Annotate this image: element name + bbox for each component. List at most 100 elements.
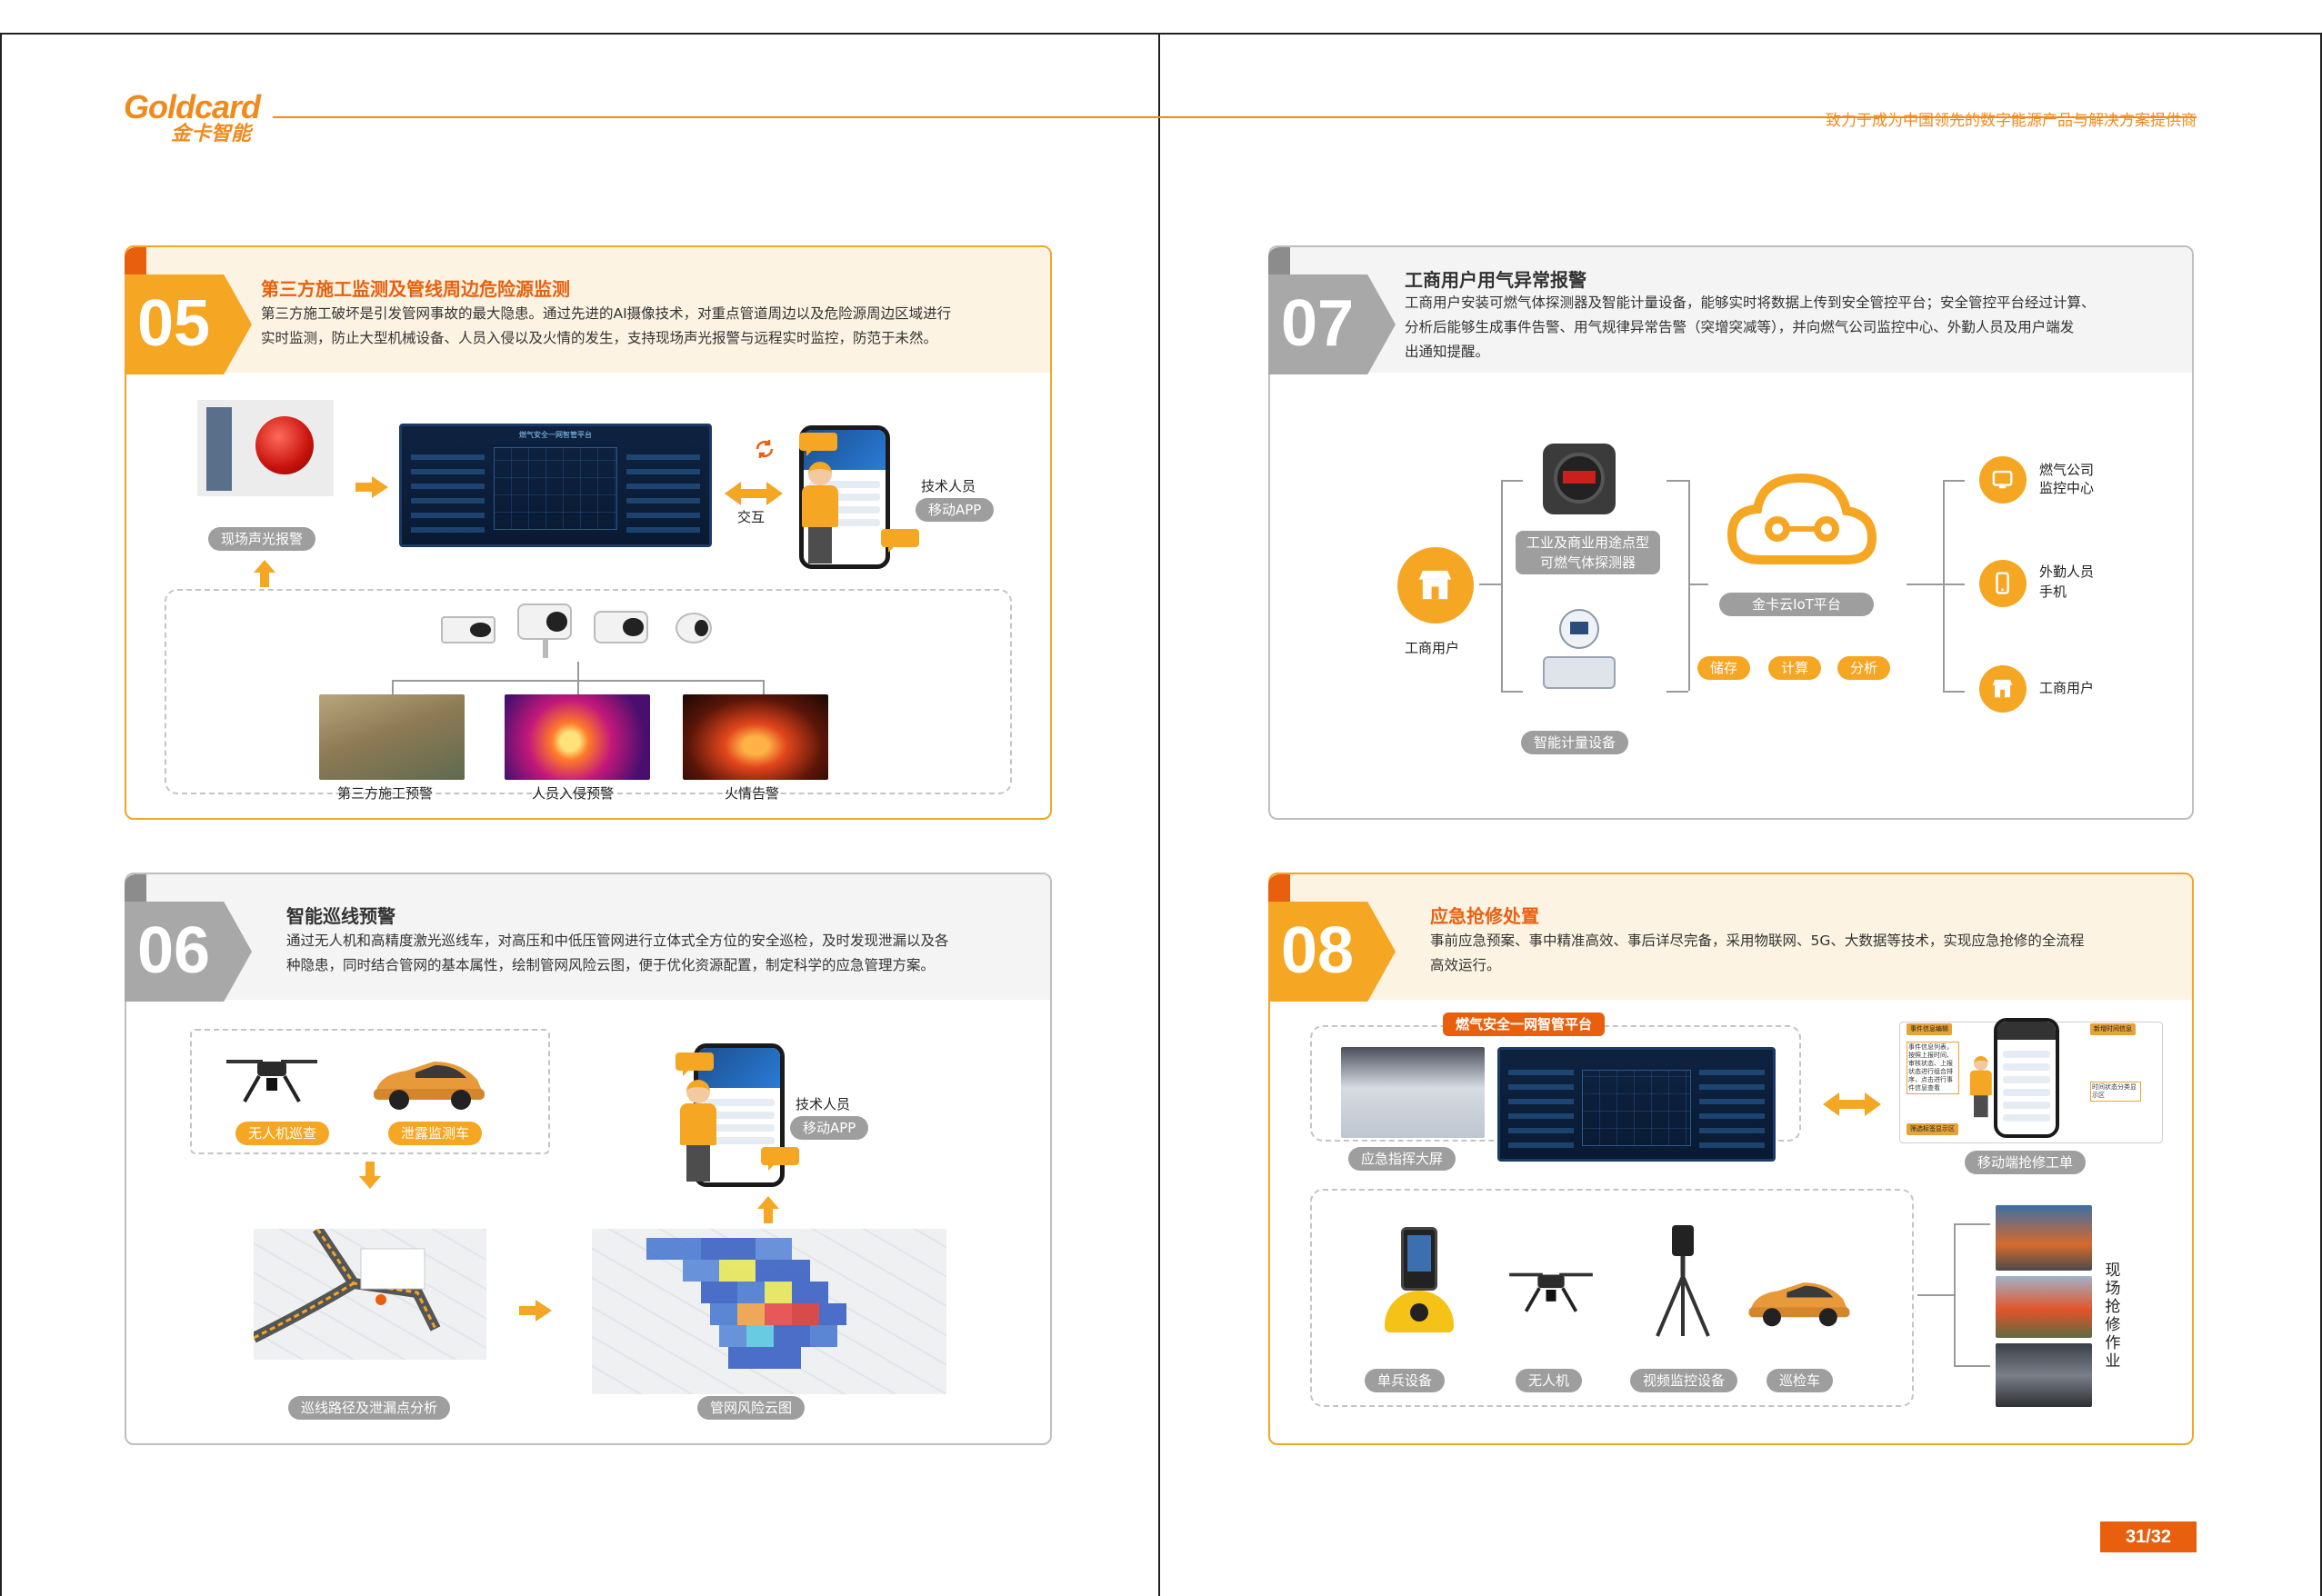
drone-icon [217, 1042, 326, 1114]
chat-bubble-icon [676, 1052, 714, 1076]
interact-label: 交互 [737, 509, 766, 525]
section-description-line-2: 实时监测，防止大型机械设备、人员入侵以及火情的发生，支持现场声光报警与远程实时监… [261, 330, 938, 346]
monitor-center-icon [1979, 456, 2027, 504]
section-title: 智能巡线预警 [286, 905, 395, 927]
app-label: 移动APP [790, 1116, 869, 1140]
platform-label: 金卡云IoT平台 [1719, 593, 1874, 616]
connector-line [1907, 584, 1943, 585]
screen-left-panel [1508, 1069, 1574, 1148]
up-arrow-icon [254, 560, 275, 587]
route-label: 巡线路径及泄漏点分析 [288, 1396, 451, 1420]
drone-label: 无人机 [1516, 1369, 1583, 1392]
onsite-photo-3 [1996, 1343, 2092, 1407]
shop-user-icon [1397, 547, 1474, 623]
section-number-badge: 07 [1268, 247, 1396, 374]
repair-app-phone [1994, 1018, 2059, 1138]
connector-line [577, 662, 579, 680]
up-arrow-icon [757, 1196, 779, 1223]
connector-line [1688, 480, 1690, 691]
badge-arrow-shape [125, 274, 252, 374]
video-label: 视频监控设备 [1630, 1369, 1738, 1392]
connector-line [1954, 1365, 1990, 1367]
analyze-label: 分析 [1837, 656, 1891, 680]
page-frame [0, 33, 2322, 1596]
section-number: 07 [1281, 287, 1355, 360]
shop-user-icon [1979, 665, 2027, 713]
platform-label: 燃气安全一网智管平台 [1443, 1012, 1606, 1036]
section-description-line-1: 通过无人机和高精度激光巡线车，对高压和中低压管网进行立体式全方位的安全巡检，及时… [286, 933, 949, 949]
technician-figure [677, 1080, 719, 1182]
connector-line [1943, 480, 1945, 691]
connector-line [1501, 480, 1503, 691]
header-tagline: 致力于成为中国领先的数字能源产品与解决方案提供商 [1826, 112, 2197, 130]
monitoring-screen: 燃气安全一网智管平台 [399, 424, 712, 547]
connector-line [1501, 691, 1523, 693]
alarm-device-photo [197, 400, 334, 496]
patrol-label: 巡检车 [1767, 1369, 1834, 1392]
section-number: 06 [137, 914, 211, 987]
route-map [254, 1229, 486, 1360]
screen-right-panel [1699, 1069, 1765, 1148]
risk-label: 管网风险云图 [697, 1396, 806, 1420]
badge-arrow-shape [1268, 902, 1396, 1002]
dome-camera-icon [676, 613, 712, 643]
connector-line [1954, 1223, 1990, 1225]
ptz-stand [543, 640, 548, 658]
goldcard-logo: Goldcard 金卡智能 [124, 91, 269, 145]
screen-right-panel [626, 447, 700, 533]
screen-map [494, 447, 617, 531]
drone-label: 无人机巡查 [235, 1122, 330, 1145]
chat-bubble-icon [761, 1147, 799, 1171]
tripod-camera-icon [1646, 1222, 1719, 1340]
patrol-car-icon [1745, 1274, 1854, 1329]
page-left-edge [0, 33, 2, 1596]
section-number-badge: 05 [125, 247, 252, 374]
mobile-label: 移动端抢修工单 [1965, 1151, 2087, 1174]
chat-bubble-icon [799, 433, 837, 456]
section-description-line-1: 事前应急预案、事中精准高效、事后详尽完备，采用物联网、5G、大数据等技术，实现应… [1430, 933, 2085, 949]
section-description-line-2: 种隐患，同时结合管网的基本属性，绘制管网风险云图，便于优化资源配置，制定科学的应… [286, 957, 936, 973]
construction-caption: 第三方施工预警 [337, 785, 434, 802]
onsite-photo-1 [1996, 1205, 2092, 1271]
section-description-line-2: 分析后能够生成事件告警、用气规律异常告警（突增突减等），并向燃气公司监控中心、外… [1405, 319, 2075, 335]
bidirectional-arrow-icon [1823, 1092, 1881, 1116]
alarm-pole [206, 407, 232, 491]
ptz-camera-icon [517, 603, 572, 640]
connector-line [1501, 480, 1523, 482]
meter-label: 智能计量设备 [1521, 731, 1629, 754]
book-spine [1158, 33, 1160, 1596]
chat-bubble-icon [881, 529, 919, 553]
section-07-panel: 07 工商用户用气异常报警 工商用户安装可燃气体探测器及智能计量设备，能够实时将… [1268, 245, 2194, 820]
section-number: 08 [1281, 914, 1355, 987]
right-arrow-icon [519, 1300, 552, 1322]
section-08-panel: 08 应急抢修处置 事前应急预案、事中精准高效、事后详尽完备，采用物联网、5G、… [1268, 873, 2194, 1445]
gas-detector-icon [1543, 444, 1616, 514]
alarm-beacon-icon [255, 416, 314, 474]
bullet-camera-icon [441, 616, 495, 643]
onsite-photo-2 [1996, 1276, 2092, 1338]
construction-site-photo [319, 694, 465, 780]
down-arrow-icon [359, 1162, 381, 1189]
onsite-label: 现场抢修作业 [2105, 1262, 2121, 1371]
screen-left-panel [411, 447, 485, 533]
camera-group-box [165, 589, 1012, 794]
page-right-edge [2320, 33, 2322, 1596]
ann-new-time: 新增时间信息 [2090, 1023, 2136, 1035]
connector-line [763, 680, 765, 694]
section-06-panel: 06 智能巡线预警 通过无人机和高精度激光巡线车，对高压和中低压管网进行立体式全… [125, 873, 1052, 1445]
user-label: 工商用户 [1405, 640, 1460, 656]
target1-line-2: 监控中心 [2039, 480, 2095, 496]
compute-label: 计算 [1768, 656, 1822, 680]
connector-line [1688, 584, 1708, 585]
target2-line-2: 手机 [2039, 584, 2067, 600]
detector-label: 工业及商业用途点型 可燃气体探测器 [1516, 531, 1661, 574]
ann-event-list: 事件信息列表，按照上报时间、审核状态、上报状态进行组合排序，点击进行事件信息查看 [1907, 1042, 1959, 1094]
tech-label: 技术人员 [921, 478, 976, 494]
connector-line [1954, 1223, 1956, 1365]
section-header [126, 247, 1050, 373]
badge-arrow-shape [125, 902, 252, 1002]
ann-filter-area: 筛选标签显示区 [1907, 1123, 1958, 1135]
detector-label-line-2: 可燃气体探测器 [1540, 554, 1636, 571]
section-description-line-3: 出通知提醒。 [1405, 344, 1490, 360]
right-arrow-icon [355, 476, 388, 498]
